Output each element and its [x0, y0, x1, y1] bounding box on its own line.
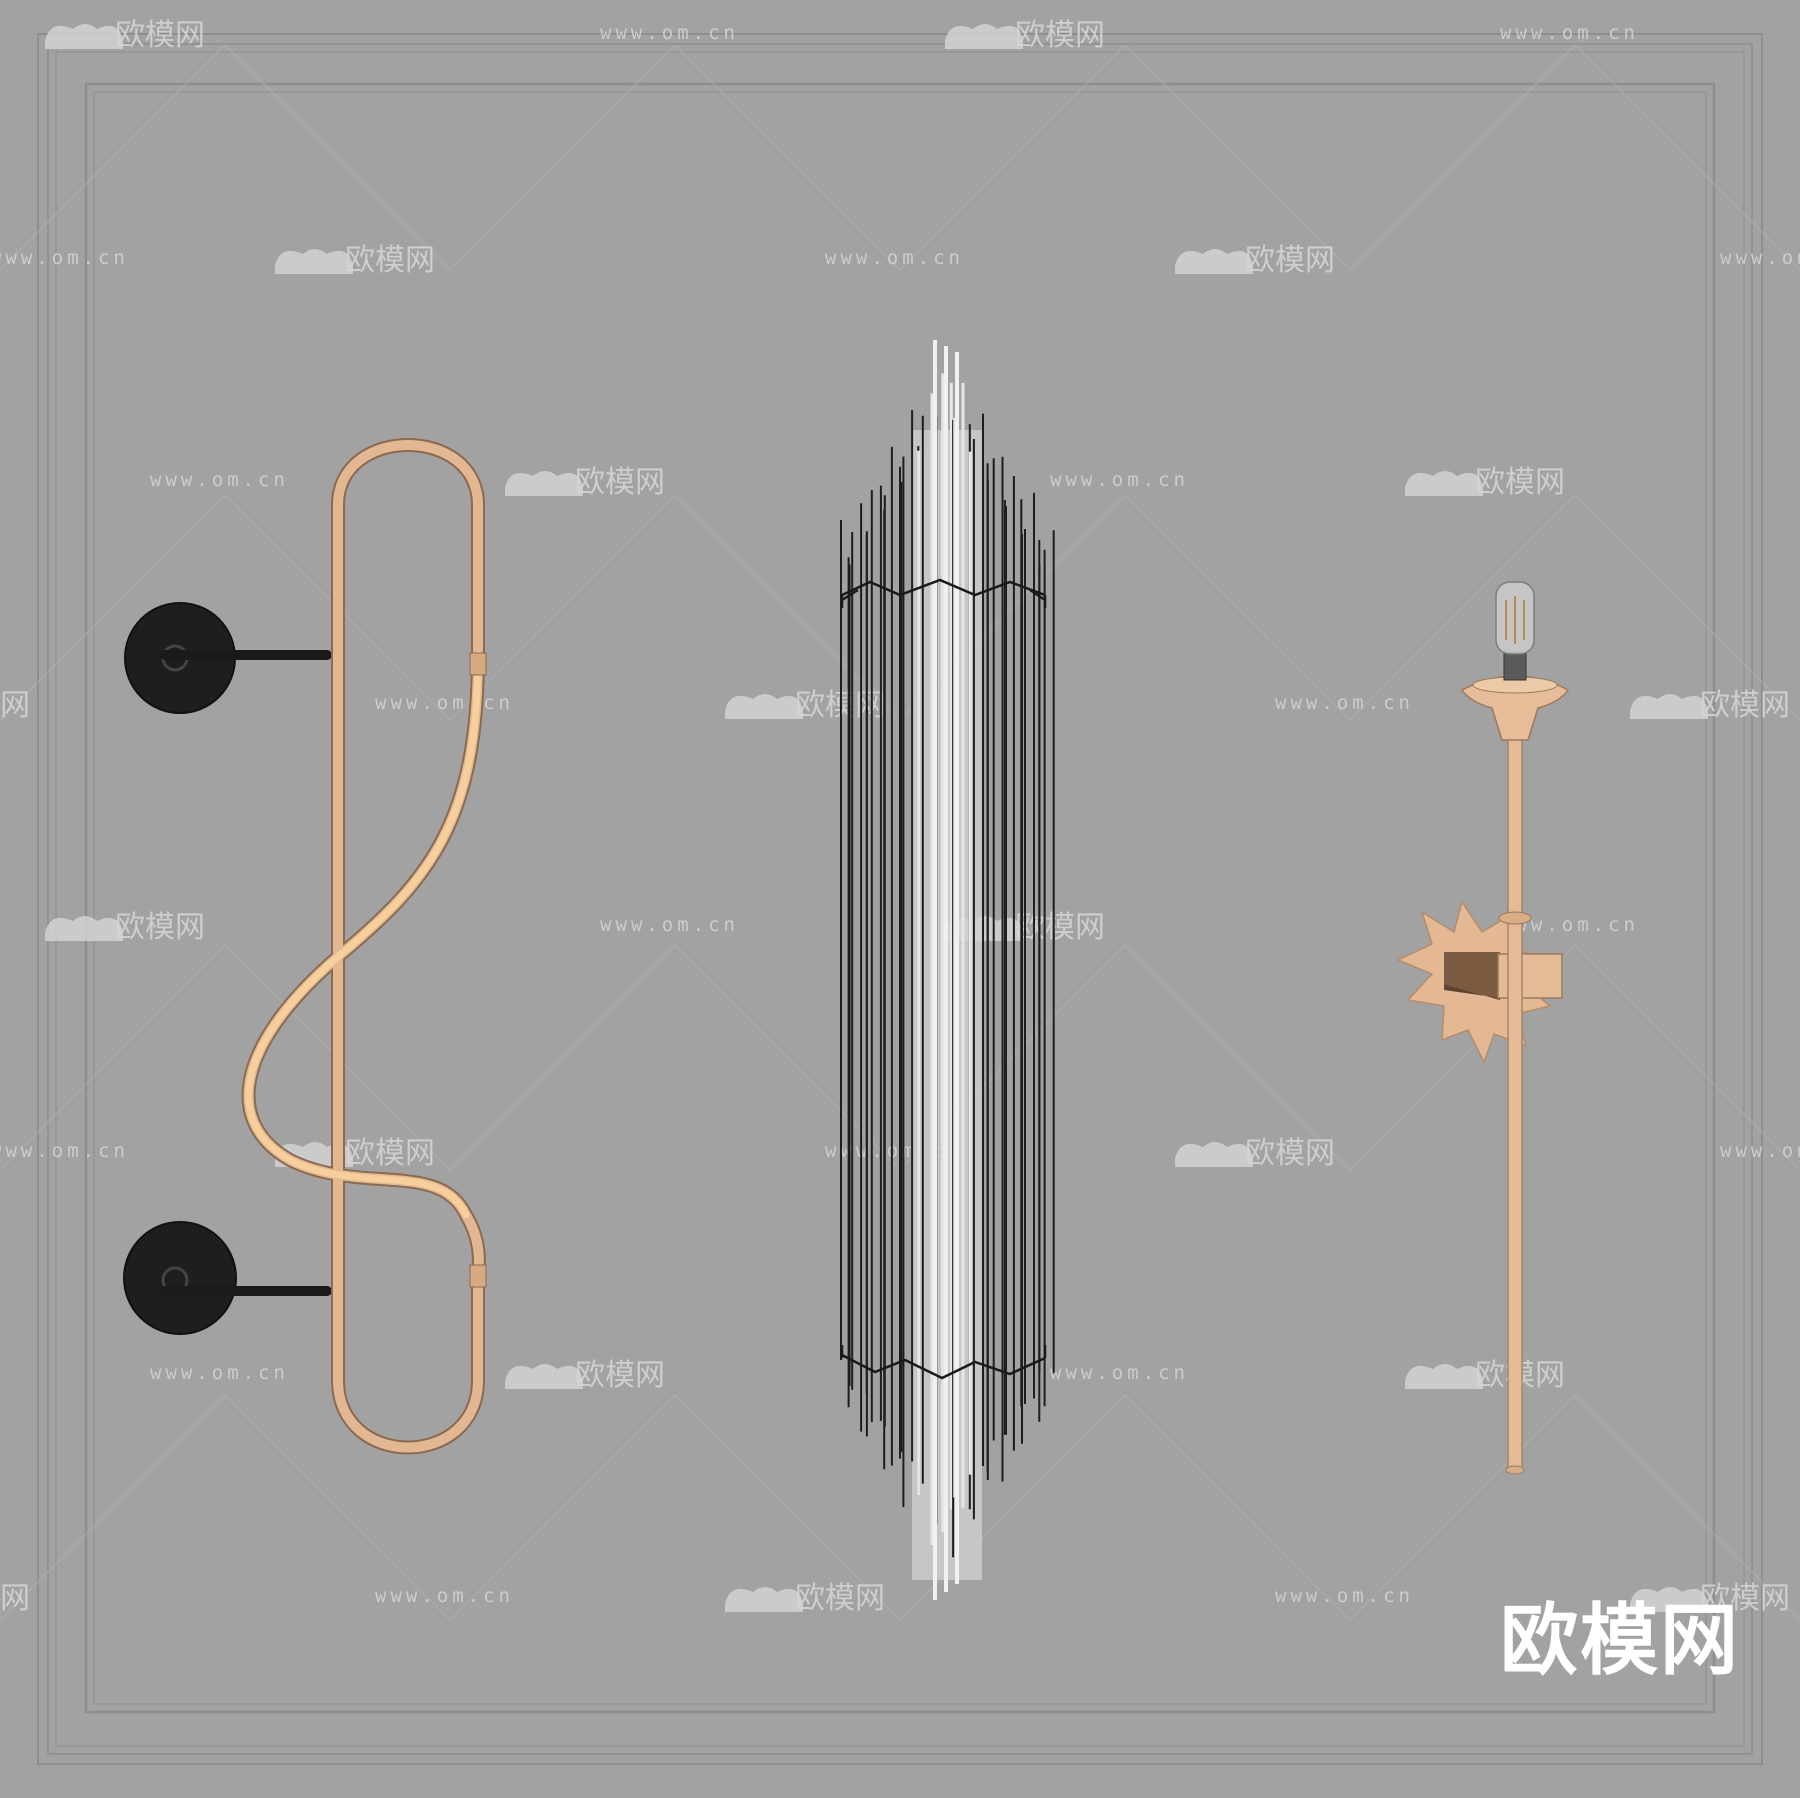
- stem-cap: [1505, 1465, 1525, 1475]
- watermark-text: 欧模网: [1700, 688, 1790, 723]
- watermark-url: www.om.cn: [600, 22, 739, 44]
- watermark-url: www.om.cn: [600, 914, 739, 936]
- tube-joint-top: [469, 652, 487, 676]
- watermark-text: 欧模网: [1015, 910, 1105, 945]
- watermark-url: www.om.cn: [1275, 1585, 1414, 1607]
- brand-watermark: 欧模网: [1499, 1596, 1740, 1686]
- watermark-text: 欧模网: [575, 465, 665, 500]
- watermark-text: 欧模网: [115, 910, 205, 945]
- watermark-url: www.om.cn: [0, 247, 129, 269]
- watermark-logo: [505, 1364, 583, 1389]
- watermark-logo: [1405, 1364, 1483, 1389]
- watermark-text: 欧模网: [0, 688, 30, 723]
- sofa-logo-icon: [945, 24, 1023, 49]
- bracket-block-shade: [1444, 984, 1500, 1000]
- watermark-text: 欧模网: [1700, 1581, 1790, 1616]
- tube-joint-bottom: [469, 1264, 487, 1288]
- watermark-logo: [1630, 694, 1708, 719]
- watermark-logo: [1630, 1587, 1708, 1612]
- bent-tube: [241, 438, 486, 1455]
- watermark-logo: [725, 1587, 803, 1612]
- watermark-url: www.om.cn: [1275, 692, 1414, 714]
- sofa-logo-icon: [275, 249, 353, 274]
- stem-collar: [1498, 911, 1532, 925]
- rod-bracket-top: [840, 578, 1047, 608]
- rod-bundle: [840, 340, 1055, 1600]
- wave-wall-sconce: [123, 438, 487, 1455]
- sofa-logo-icon: [505, 471, 583, 496]
- watermark-url: www.om.cn: [1050, 1362, 1189, 1384]
- watermark-url: www.om.cn: [150, 1362, 289, 1384]
- torch-stem: [1507, 719, 1523, 1471]
- sofa-logo-icon: [1175, 1142, 1253, 1167]
- watermark-text: 欧模网: [1245, 243, 1335, 278]
- watermark-url: www.om.cn: [825, 247, 964, 269]
- socket: [1503, 651, 1527, 681]
- watermark-layer: 欧模网 www.om.cn 欧模网 www.om.cn www.om.cn 欧模网 www.…: [0, 18, 1800, 1616]
- watermark-url: www.om.cn: [1720, 247, 1800, 269]
- mount-arm-bottom: [160, 1286, 332, 1296]
- sofa-logo-icon: [1175, 249, 1253, 274]
- watermark-logo: [45, 24, 123, 49]
- watermark-logo: [505, 471, 583, 496]
- wall-panel-frame: [37, 33, 1763, 1765]
- wall-mount-disc-bottom: [123, 1221, 237, 1335]
- watermark-logo: [1175, 1142, 1253, 1167]
- mount-arm-top: [160, 650, 332, 660]
- watermark-text: 欧模网: [345, 1136, 435, 1171]
- watermark-url: www.om.cn: [375, 692, 514, 714]
- watermark-logo: [725, 694, 803, 719]
- watermark-url: www.om.cn: [0, 1140, 129, 1162]
- sofa-logo-icon: [1630, 694, 1708, 719]
- watermark-url: www.om.cn: [375, 1585, 514, 1607]
- watermark-logo: [1175, 249, 1253, 274]
- torch-wall-sconce: [1396, 581, 1570, 1475]
- crystal-rod-wall-sconce: [840, 340, 1055, 1600]
- sofa-logo-icon: [505, 1364, 583, 1389]
- watermark-url: www.om.cn: [1500, 914, 1639, 936]
- watermark-url: www.om.cn: [1500, 22, 1639, 44]
- watermark-logo: [45, 916, 123, 941]
- sofa-logo-icon: [1405, 471, 1483, 496]
- watermark-url: www.om.cn: [1720, 1140, 1800, 1162]
- watermark-text: 欧模网: [1015, 18, 1105, 53]
- watermark-url: www.om.cn: [150, 469, 289, 491]
- watermark-logo: [1405, 471, 1483, 496]
- bulb-filament: [1505, 596, 1525, 644]
- watermark-url: www.om.cn: [1050, 469, 1189, 491]
- sofa-logo-icon: [725, 1587, 803, 1612]
- watermark-text: 欧模网: [1245, 1136, 1335, 1171]
- rod-bracket-bottom: [840, 1345, 1047, 1380]
- watermark-text: 欧模网: [1475, 465, 1565, 500]
- watermark-text: 欧模网: [795, 1581, 885, 1616]
- watermark-text: 欧模网: [575, 1358, 665, 1393]
- sofa-logo-icon: [45, 916, 123, 941]
- sofa-logo-icon: [1405, 1364, 1483, 1389]
- watermark-text: 欧模网: [115, 18, 205, 53]
- watermark-logo: [275, 249, 353, 274]
- sofa-logo-icon: [45, 24, 123, 49]
- sofa-logo-icon: [1630, 1587, 1708, 1612]
- watermark-logo: [945, 24, 1023, 49]
- watermark-text: 欧模网: [0, 1581, 30, 1616]
- sofa-logo-icon: [725, 694, 803, 719]
- watermark-text: 欧模网: [345, 243, 435, 278]
